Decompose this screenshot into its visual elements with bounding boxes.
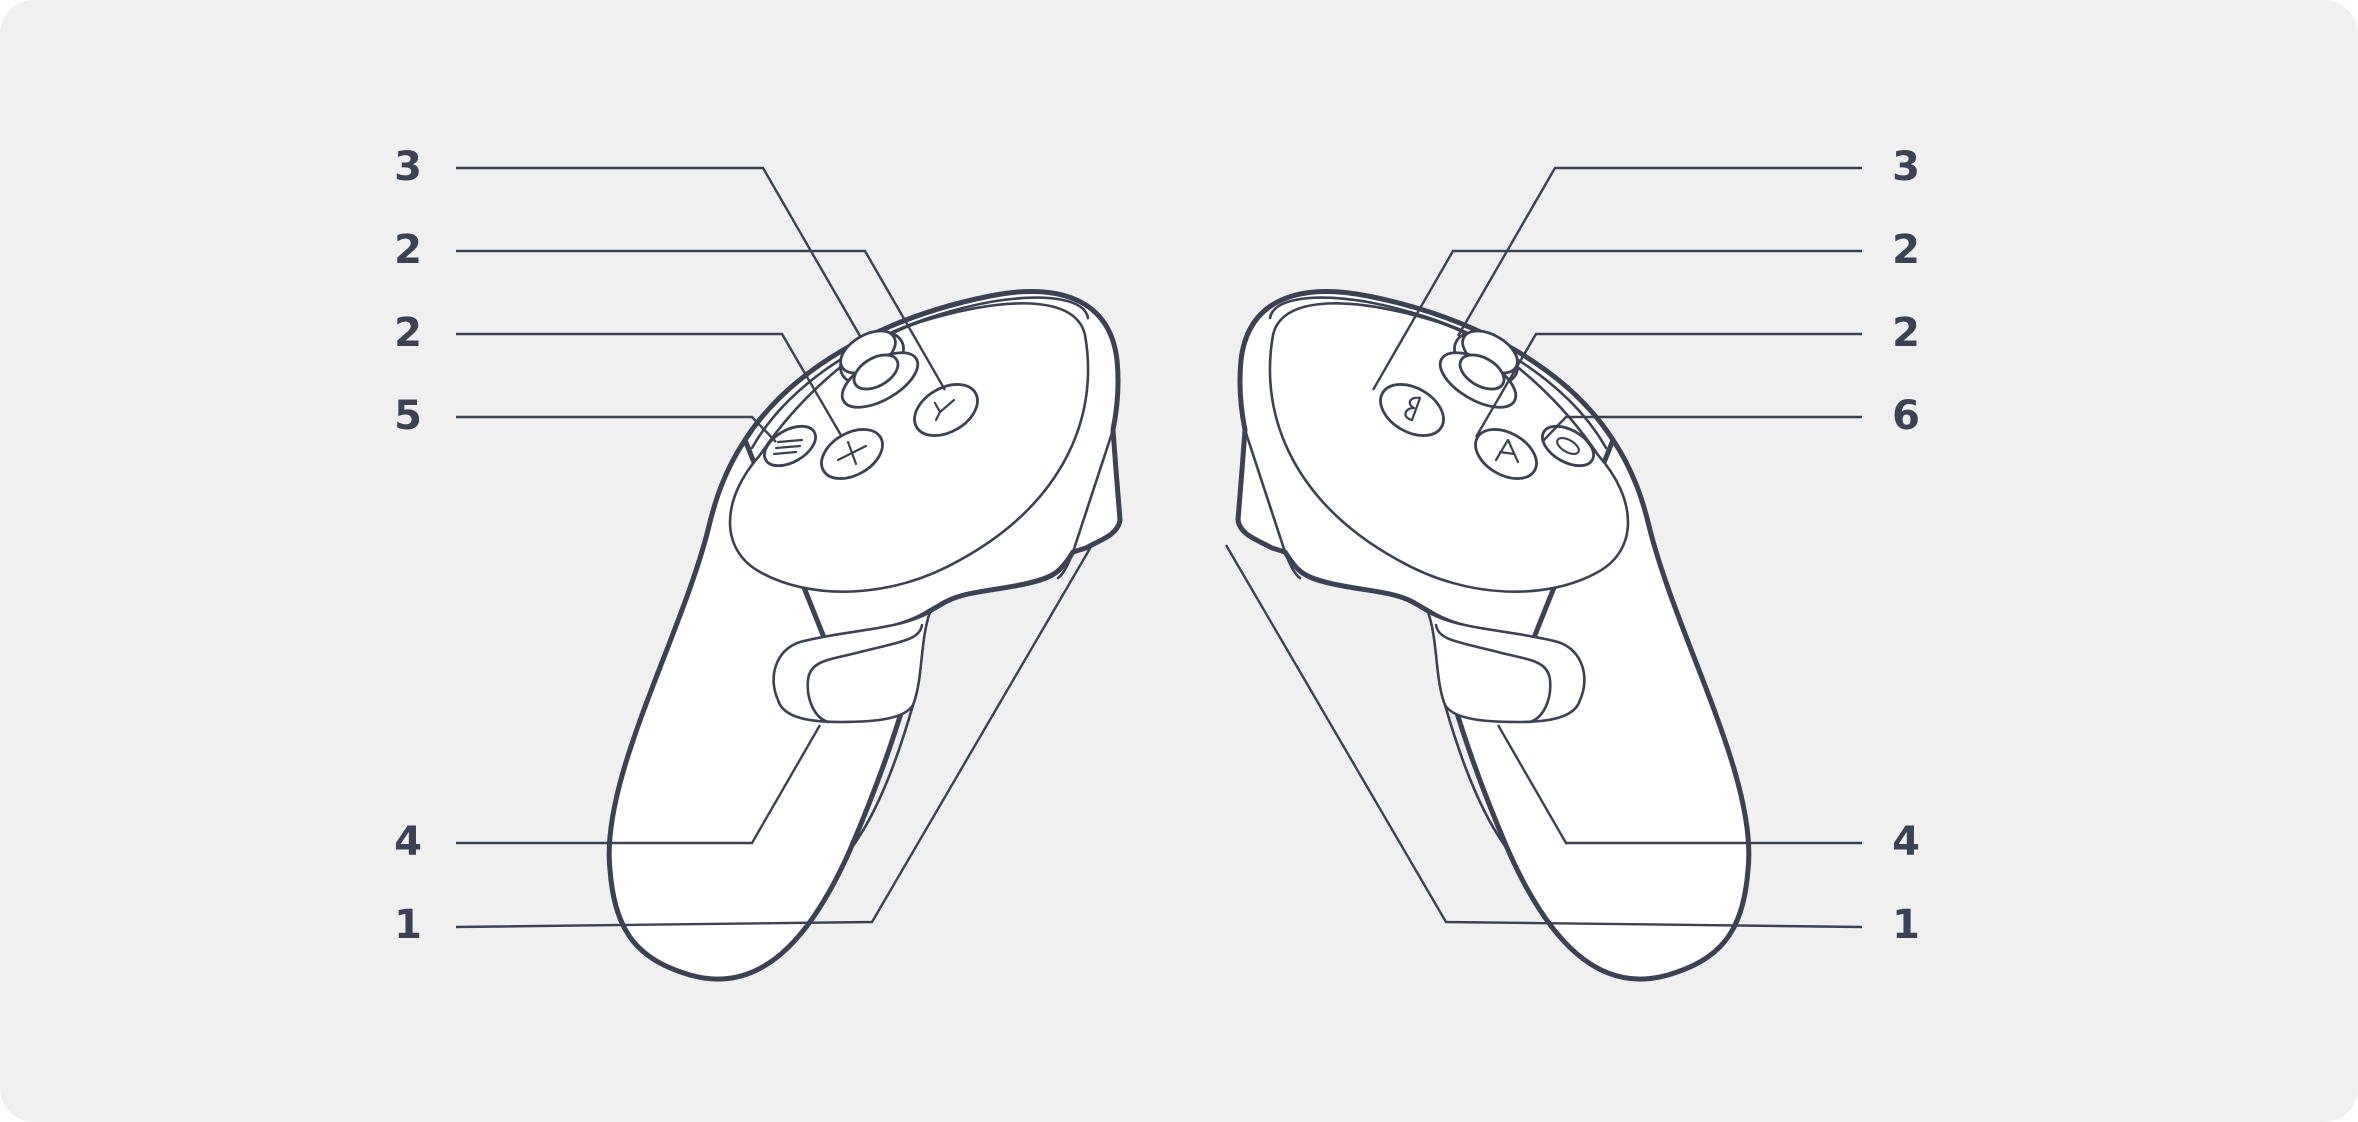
right-callout-labels: 3 2 2 6 4 1 (1892, 144, 1920, 948)
left-callout-labels: 3 2 2 5 4 1 (394, 144, 422, 948)
callout-right-4: 4 (1892, 819, 1920, 865)
left-controller (609, 292, 1120, 980)
callout-right-2a: 2 (1892, 227, 1920, 273)
callout-right-1: 1 (1892, 902, 1920, 948)
callout-right-2b: 2 (1892, 310, 1920, 356)
callout-left-2b: 2 (394, 310, 422, 356)
callout-right-6: 6 (1892, 393, 1920, 439)
callout-left-1: 1 (394, 902, 422, 948)
callout-left-3: 3 (394, 144, 422, 190)
right-controller (1238, 292, 1749, 980)
callout-left-2a: 2 (394, 227, 422, 273)
callout-left-5: 5 (394, 393, 422, 439)
callout-left-4: 4 (394, 819, 422, 865)
callout-right-3: 3 (1892, 144, 1920, 190)
leader-left-5 (456, 417, 776, 442)
